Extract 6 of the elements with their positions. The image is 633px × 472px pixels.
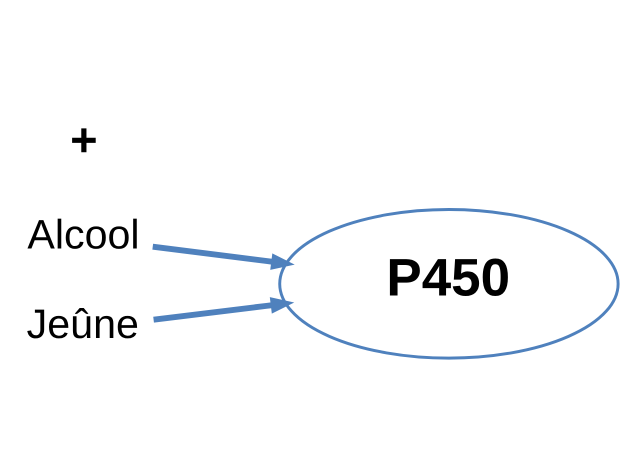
node-text: Jeûne	[26, 301, 139, 348]
node-text: Alcool	[27, 211, 140, 258]
node-ellipse: P450	[278, 208, 620, 360]
label: +	[70, 112, 98, 166]
arrow	[152, 244, 295, 270]
arrow	[153, 297, 294, 323]
